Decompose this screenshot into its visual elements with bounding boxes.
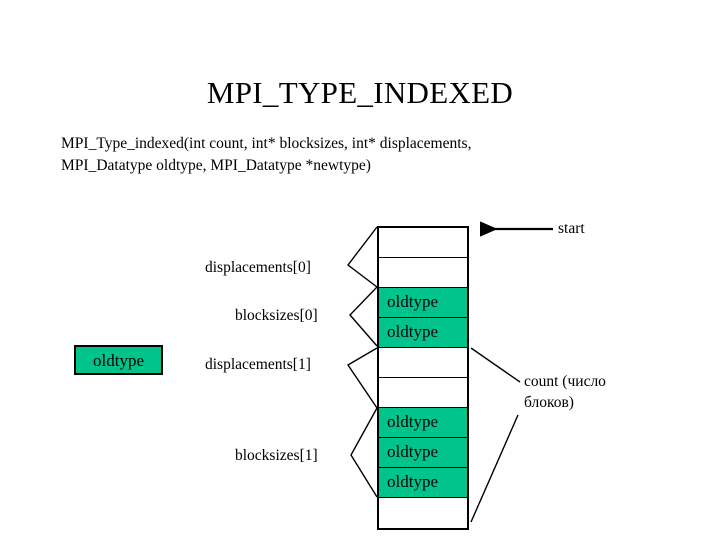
- oldtype-legend-box: oldtype: [74, 345, 163, 375]
- memory-cell: oldtype: [379, 408, 467, 438]
- label-displacements-0: displacements[0]: [205, 259, 311, 276]
- connector-blocksizes0: [349, 286, 378, 347]
- memory-cell: oldtype: [379, 468, 467, 498]
- connector-displacements1: [347, 347, 378, 409]
- label-count: count (число блоков): [524, 373, 606, 411]
- oldtype-legend-label: oldtype: [93, 351, 144, 370]
- connector-count-upper: [470, 347, 521, 383]
- memory-cell: oldtype: [379, 318, 467, 348]
- memory-cell: oldtype: [379, 288, 467, 318]
- memory-cell: oldtype: [379, 438, 467, 468]
- label-blocksizes-0: blocksizes[0]: [235, 307, 318, 324]
- memory-cell: [379, 258, 467, 288]
- connector-blocksizes1: [350, 407, 378, 498]
- memory-cell: [379, 498, 467, 528]
- function-signature: MPI_Type_indexed(int count, int* blocksi…: [61, 133, 661, 177]
- connector-displacements0: [347, 226, 378, 288]
- signature-line-1: MPI_Type_indexed(int count, int* blocksi…: [61, 135, 472, 152]
- label-start: start: [558, 220, 585, 237]
- page-title: MPI_TYPE_INDEXED: [206, 75, 514, 110]
- memory-cell: [379, 228, 467, 258]
- memory-cell: [379, 348, 467, 378]
- memory-column: oldtype oldtype oldtype oldtype oldtype: [377, 226, 469, 530]
- label-displacements-1: displacements[1]: [205, 356, 311, 373]
- signature-line-2: MPI_Datatype oldtype, MPI_Datatype *newt…: [61, 157, 371, 174]
- connector-count-lower: [470, 414, 519, 523]
- memory-cell: [379, 378, 467, 408]
- label-blocksizes-1: blocksizes[1]: [235, 447, 318, 464]
